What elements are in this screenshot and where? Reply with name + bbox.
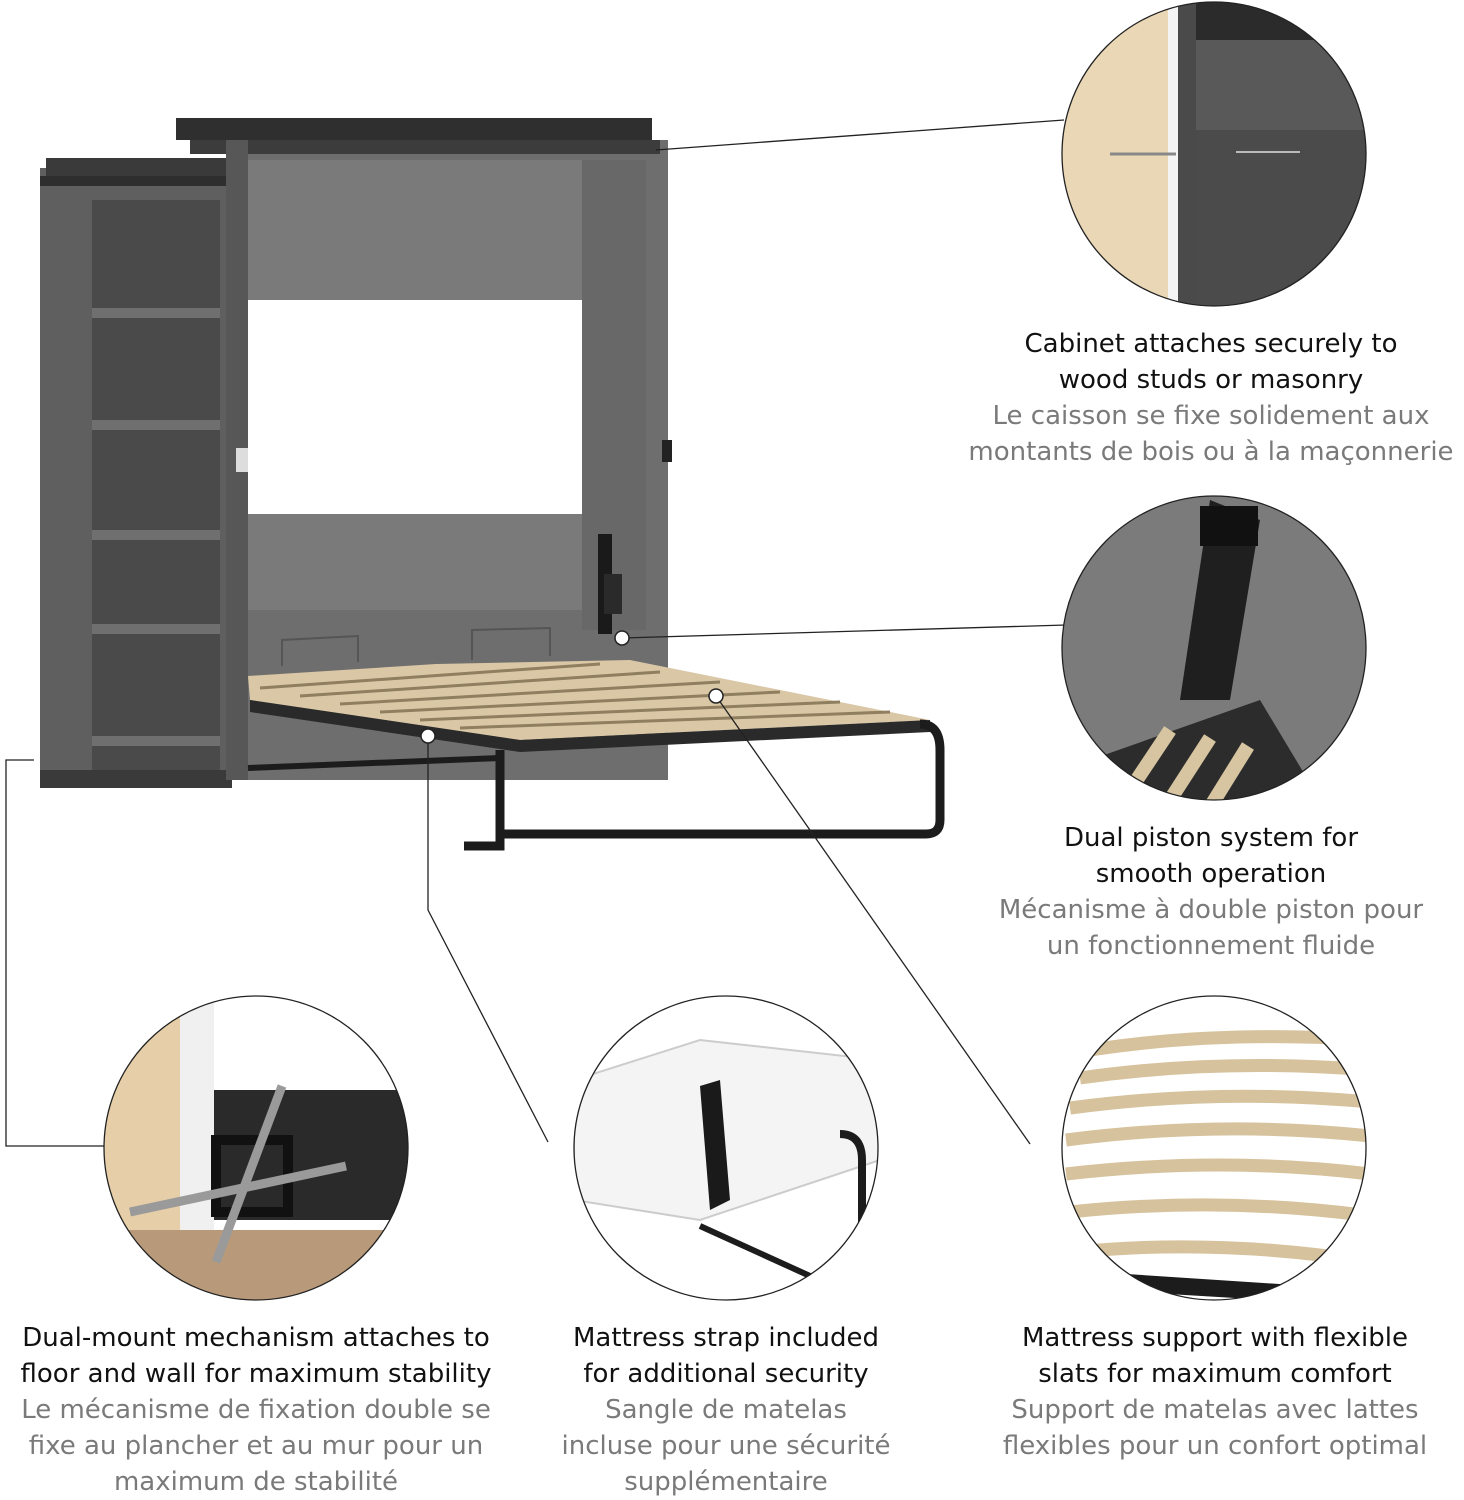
caption-cabinet-fr-1: Le caisson se fixe solidement aux <box>992 401 1430 431</box>
caption-mount-en-1: Dual-mount mechanism attaches to <box>22 1323 490 1353</box>
callout-dot-piston <box>614 630 630 646</box>
caption-slats-fr-1: Support de matelas avec lattes <box>1011 1395 1419 1425</box>
caption-cabinet-fr-2: montants de bois ou à la maçonnerie <box>968 437 1454 467</box>
caption-cabinet-en-1: Cabinet attaches securely to <box>1024 329 1398 359</box>
piston-detail-icon <box>1062 496 1366 800</box>
caption-mount-fr-3: maximum de stabilité <box>113 1467 399 1497</box>
caption-piston: Dual piston system for smooth operation … <box>958 820 1464 964</box>
caption-mount-fr-2: fixe au plancher et au mur pour un <box>28 1431 484 1461</box>
callout-dot-slats <box>708 688 724 704</box>
callout-lines <box>5 119 1067 1147</box>
floor-mount-detail-icon <box>104 996 408 1300</box>
caption-strap: Mattress strap included for additional s… <box>548 1320 904 1500</box>
caption-strap-fr-1: Sangle de matelas <box>605 1395 847 1425</box>
wall-bed-illustration <box>40 118 945 851</box>
bed-platform <box>248 660 930 740</box>
caption-strap-fr-3: supplémentaire <box>624 1467 828 1497</box>
caption-slats-fr-2: flexibles pour un confort optimal <box>1002 1431 1428 1461</box>
callout-dot-strap <box>420 728 436 744</box>
caption-strap-en-2: for additional security <box>583 1359 869 1389</box>
caption-piston-en-2: smooth operation <box>1095 859 1327 889</box>
caption-slats-en-1: Mattress support with flexible <box>1022 1323 1408 1353</box>
slat-detail-icon <box>1062 996 1366 1300</box>
caption-slats-en-2: slats for maximum comfort <box>1038 1359 1392 1389</box>
caption-cabinet: Cabinet attaches securely to wood studs … <box>958 326 1464 470</box>
caption-mount: Dual-mount mechanism attaches to floor a… <box>0 1320 512 1500</box>
caption-slats: Mattress support with flexible slats for… <box>980 1320 1450 1464</box>
caption-strap-en-1: Mattress strap included <box>572 1323 880 1353</box>
caption-mount-en-2: floor and wall for maximum stability <box>20 1359 492 1389</box>
caption-strap-fr-2: incluse pour une sécurité <box>561 1431 891 1461</box>
caption-mount-fr-1: Le mécanisme de fixation double se <box>21 1395 491 1425</box>
caption-piston-fr-1: Mécanisme à double piston pour <box>998 895 1424 925</box>
caption-piston-en-1: Dual piston system for <box>1063 823 1359 853</box>
mattress-strap-detail-icon <box>574 996 878 1300</box>
caption-cabinet-en-2: wood studs or masonry <box>1058 365 1364 395</box>
caption-piston-fr-2: un fonctionnement fluide <box>1046 931 1376 961</box>
